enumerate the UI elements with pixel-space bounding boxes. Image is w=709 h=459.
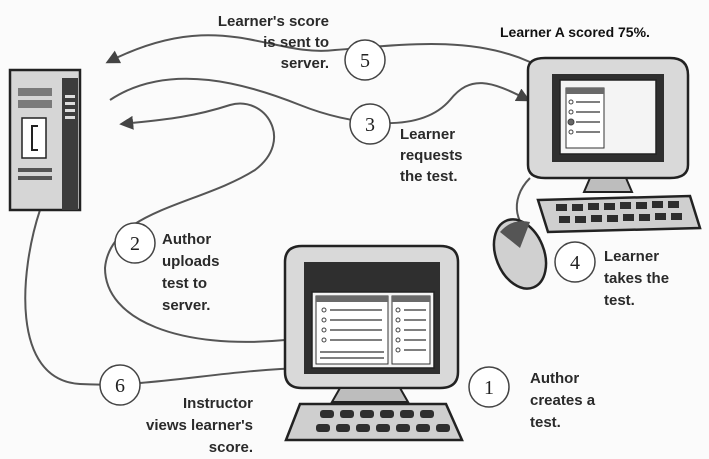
svg-text:3: 3 — [365, 114, 375, 136]
svg-text:is sent to: is sent to — [263, 34, 329, 51]
svg-text:server.: server. — [162, 297, 210, 314]
svg-text:Learner: Learner — [400, 126, 455, 143]
step-4-caption: Learner takes the test. — [604, 248, 669, 309]
svg-text:Learner's score: Learner's score — [218, 13, 329, 30]
step-6-caption: Instructor views learner's score. — [146, 395, 253, 456]
svg-text:server.: server. — [281, 55, 329, 72]
svg-text:4: 4 — [570, 252, 580, 274]
flow-arrow-2 — [103, 102, 286, 343]
score-heading: Learner A scored 75%. — [500, 24, 650, 40]
svg-text:test to: test to — [162, 275, 207, 292]
step-badge-6: 6 — [99, 364, 141, 406]
svg-text:test.: test. — [604, 292, 635, 309]
step-badge-2: 2 — [114, 222, 156, 264]
keyboard-keys — [556, 201, 682, 223]
step-badge-1: 1 — [468, 366, 510, 408]
svg-text:6: 6 — [115, 375, 125, 397]
step-badges: 5 3 2 4 6 1 — [99, 39, 596, 408]
connector-lines — [24, 34, 541, 386]
svg-text:the test.: the test. — [400, 168, 458, 185]
learner-computer — [526, 56, 702, 234]
flow-arrow-6 — [24, 209, 308, 386]
svg-text:Learner: Learner — [604, 248, 659, 265]
step-1-caption: Author creates a test. — [530, 370, 596, 431]
svg-text:takes the: takes the — [604, 270, 669, 287]
step-2-caption: Author uploads test to server. — [162, 231, 220, 314]
mouse-icon — [492, 218, 548, 290]
svg-text:Author: Author — [162, 231, 211, 248]
flow-line-3 — [109, 77, 531, 125]
flow-arrow-5 — [105, 34, 531, 64]
svg-text:2: 2 — [130, 233, 140, 255]
step-3-caption: Learner requests the test. — [400, 126, 463, 185]
svg-text:views learner's: views learner's — [146, 417, 253, 434]
keyboard-keys — [316, 410, 450, 432]
svg-text:Instructor: Instructor — [183, 395, 253, 412]
svg-text:test.: test. — [530, 414, 561, 431]
step-badge-4: 4 — [554, 241, 596, 283]
svg-text:Author: Author — [530, 370, 579, 387]
svg-text:requests: requests — [400, 147, 463, 164]
svg-text:5: 5 — [360, 50, 370, 72]
server-tower-icon — [8, 68, 82, 212]
step-5-caption: Learner's score is sent to server. — [218, 13, 329, 72]
step-badge-3: 3 — [349, 103, 391, 145]
svg-text:uploads: uploads — [162, 253, 220, 270]
step-badge-5: 5 — [344, 39, 386, 81]
svg-text:1: 1 — [484, 377, 494, 399]
svg-text:score.: score. — [209, 439, 253, 456]
author-computer — [283, 244, 464, 442]
svg-text:creates a: creates a — [530, 392, 596, 409]
